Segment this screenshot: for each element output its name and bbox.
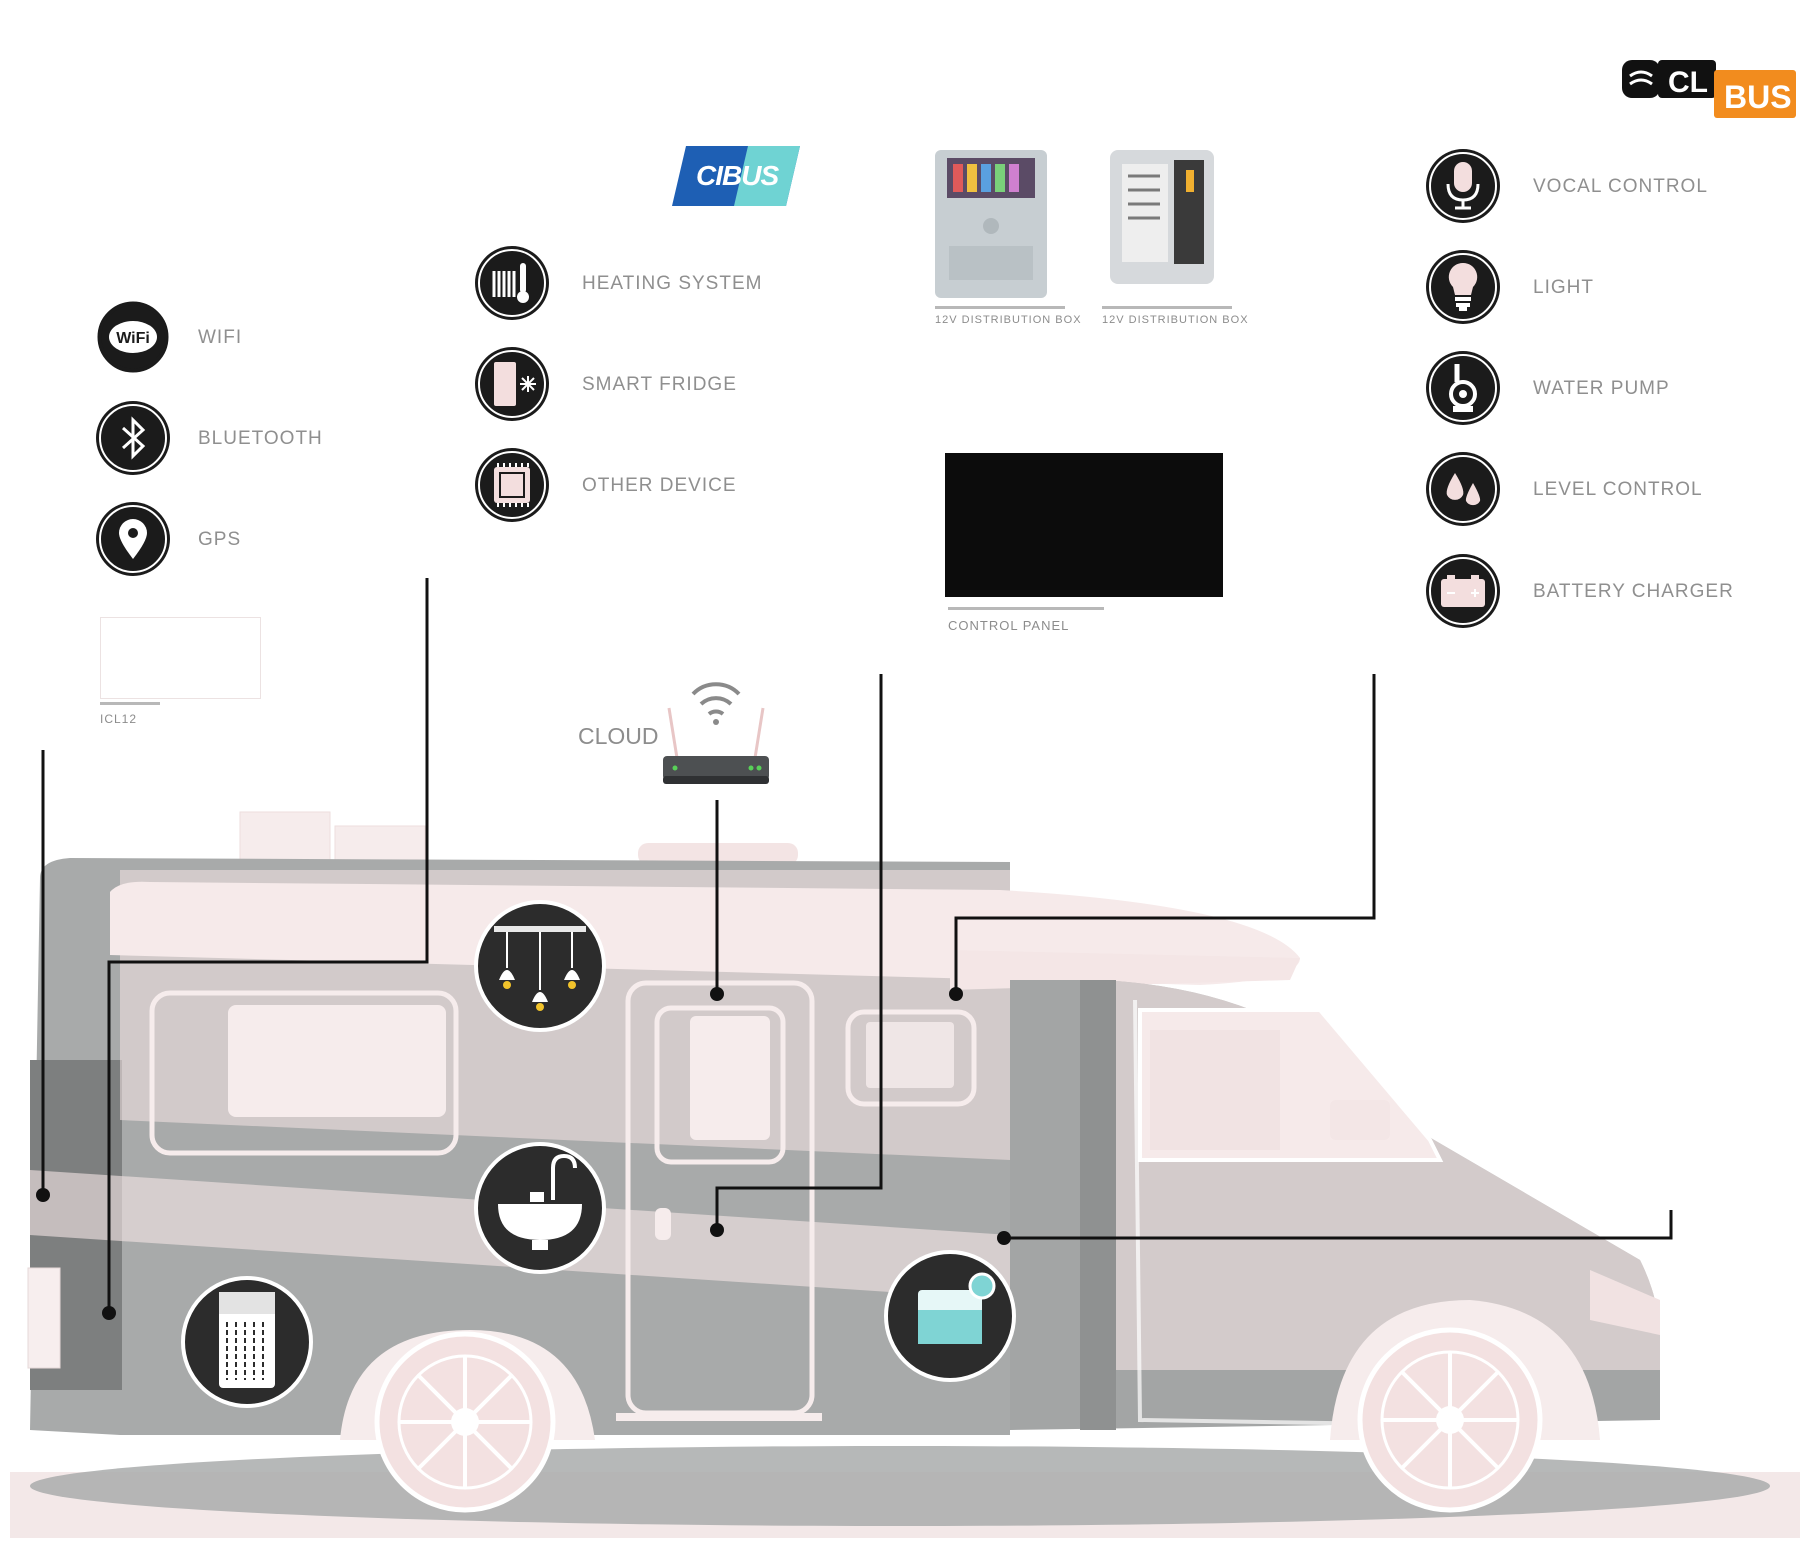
caption-icl12: ICL12	[100, 712, 138, 726]
cibus-logo	[672, 146, 800, 206]
feature-label-bluetooth: BLUETOOTH	[198, 428, 323, 449]
feature-label-wifi: WIFI	[198, 327, 243, 348]
tail-light	[27, 1267, 61, 1369]
feature-label-vocal-control: VOCAL CONTROL	[1533, 176, 1708, 197]
router-icon	[663, 682, 769, 784]
distribution-box-2-image	[1110, 150, 1214, 284]
small-window	[866, 1022, 954, 1088]
connector-lines	[41, 578, 1673, 1313]
sink-tap-icon	[474, 1142, 606, 1274]
feature-label-battery-charger: BATTERY CHARGER	[1533, 581, 1734, 602]
caption-rule	[948, 607, 1104, 610]
bluetooth-icon	[93, 398, 173, 478]
clbus-logo: CL BUS	[1622, 60, 1796, 118]
caption-distribution-box-1: 12V DISTRIBUTION BOX	[935, 314, 1082, 326]
front-wheel	[1357, 1327, 1543, 1513]
caption-rule	[100, 702, 160, 705]
feature-label-other-device: OTHER DEVICE	[582, 475, 737, 496]
control-panel-screen	[945, 453, 1223, 597]
pendant-lights-icon	[474, 900, 606, 1032]
chip-icon	[472, 445, 552, 525]
feature-label-water-pump: WATER PUMP	[1533, 378, 1670, 399]
clbus-logo-bus: BUS	[1724, 79, 1792, 115]
side-window-frame	[149, 990, 459, 1156]
feature-label-fridge: SMART FRIDGE	[582, 374, 737, 395]
lightbulb-icon	[1423, 247, 1503, 327]
feature-label-heating: HEATING SYSTEM	[582, 273, 763, 294]
rear-wheel	[374, 1331, 556, 1513]
icl12-device	[100, 617, 261, 699]
cab-pillar	[1080, 980, 1116, 1430]
door-handle	[655, 1208, 671, 1240]
water-tank-icon	[884, 1250, 1016, 1382]
side-window	[228, 1005, 446, 1117]
side-mirror	[1330, 1100, 1390, 1140]
feature-label-level-control: LEVEL CONTROL	[1533, 479, 1703, 500]
feature-label-gps: GPS	[198, 529, 242, 550]
radiator-icon	[472, 243, 552, 323]
gps-icon	[93, 499, 173, 579]
front-grille	[1590, 1270, 1660, 1335]
feature-label-light: LIGHT	[1533, 277, 1594, 298]
svg-text:WiFi: WiFi	[116, 330, 150, 347]
roof-unit	[239, 811, 331, 861]
caption-control-panel: CONTROL PANEL	[948, 618, 1070, 633]
water-pump-icon	[1423, 348, 1503, 428]
battery-icon	[1423, 551, 1503, 631]
microphone-icon	[1423, 146, 1503, 226]
door-step	[616, 1413, 822, 1421]
cloud-label: CLOUD	[578, 723, 659, 749]
door-window-frame	[654, 1005, 786, 1165]
small-window-frame	[845, 1009, 977, 1107]
roof-unit	[334, 825, 426, 861]
caption-rule	[1102, 306, 1232, 309]
wifi-icon: WiFi	[93, 297, 173, 377]
clbus-logo-cl: CL	[1668, 66, 1708, 99]
cab-window-pane	[1150, 1030, 1280, 1150]
fridge-icon	[472, 344, 552, 424]
water-drops-icon	[1423, 449, 1503, 529]
caption-rule	[935, 306, 1065, 309]
caption-distribution-box-2: 12V DISTRIBUTION BOX	[1102, 314, 1249, 326]
distribution-box-1-image	[935, 150, 1047, 298]
heater-unit-icon	[181, 1276, 313, 1408]
door-window	[690, 1016, 770, 1140]
cibus-logo-text: CIBUS	[696, 160, 779, 191]
connector-dots	[36, 987, 1011, 1320]
